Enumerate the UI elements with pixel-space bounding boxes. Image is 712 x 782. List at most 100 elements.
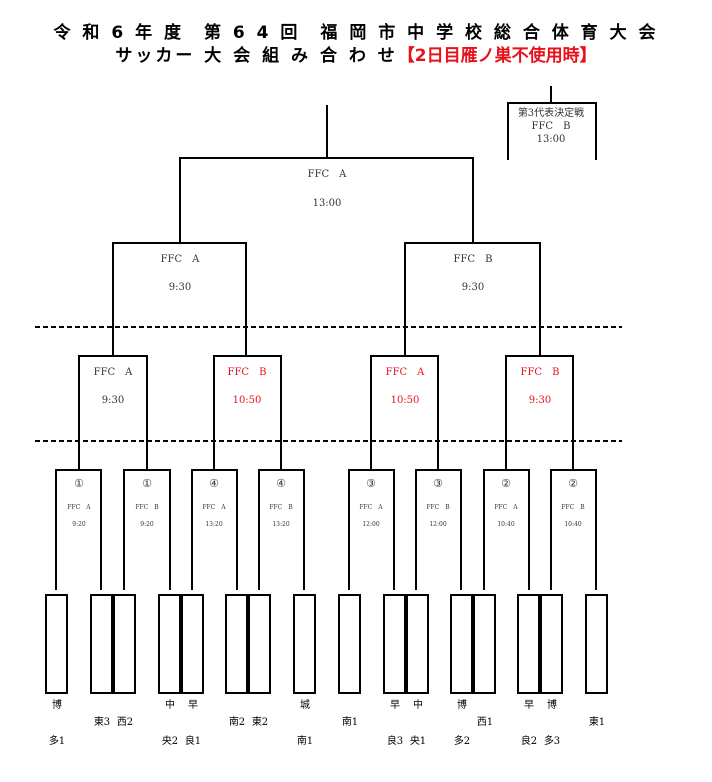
match-time: 9:20 [72,521,86,528]
title-line-1: 令 和 6 年 度 第 6 4 回 福 岡 市 中 学 校 総 合 体 育 大 … [53,23,659,43]
seed-label: 良3 [387,734,403,747]
team-slot [450,594,473,694]
seed-label: 央1 [410,734,426,747]
seed-label: 多2 [454,734,470,747]
seed-label: 良2 [521,734,537,747]
third-place-match: 第3代表決定戦 FFC B 13:00 [507,86,597,160]
match-number: ③ [433,477,443,490]
quarterfinal-match: FFC B 9:30 [505,355,574,470]
team-slot [383,594,406,694]
team-slot [45,594,68,694]
quarterfinal-time: 9:30 [529,395,551,406]
match-time: 12:00 [429,521,446,528]
seed-label: 博 [457,698,467,711]
seed-label: 西1 [477,717,493,728]
first-round-match: ③ FFC B 12:00 [415,469,462,590]
quarterfinal-time: 9:30 [102,395,124,406]
final-time: 13:00 [313,198,342,209]
team-slot [248,594,271,694]
seed-label: 城 [300,699,310,711]
quarterfinal-field: FFC A [94,367,134,378]
match-number: ③ [366,477,376,490]
match-field: FFC A [494,504,518,511]
match-number: ① [74,477,84,490]
semifinal-field: FFC B [454,254,493,265]
seed-label: 東3 [94,715,110,728]
quarterfinal-time: 10:50 [391,395,420,406]
team-slot [225,594,248,694]
match-time: 13:20 [205,521,222,528]
match-field: FFC B [135,504,159,511]
match-number: ② [501,477,511,490]
match-time: 12:00 [362,521,379,528]
title-line-2: サッカー 大 会 組 み 合 わ せ [115,46,398,66]
seed-label: 南2 [229,715,245,728]
seed-label: 早 [524,699,534,711]
page-title: 令 和 6 年 度 第 6 4 回 福 岡 市 中 学 校 総 合 体 育 大 … [0,18,712,43]
seed-labels: 博 多1 東3 西2 中 央2 早 良1 南2 東2 城 南1 南1 早 良3 … [49,698,605,747]
seed-label: 央2 [162,734,178,747]
seed-label: 良1 [185,734,201,747]
third-place-time: 13:00 [537,134,566,145]
seed-label: 南1 [342,715,358,728]
page-subtitle: サッカー 大 会 組 み 合 わ せ【2日目雁ノ巣不使用時】 [0,41,712,66]
match-field: FFC B [269,504,293,511]
semifinal-match: FFC A 9:30 [112,242,247,356]
first-round-match: ② FFC A 10:40 [483,469,530,590]
match-number: ④ [209,477,219,490]
seed-label: 博 [547,698,557,711]
team-slot [473,594,496,694]
team-slot [158,594,181,694]
first-round-match: ④ FFC B 13:20 [258,469,305,590]
team-slot [181,594,204,694]
match-time: 10:40 [564,521,581,528]
team-slots [45,594,608,694]
match-number: ④ [276,477,286,490]
team-slot [406,594,429,694]
team-slot [540,594,563,694]
seed-label: 多1 [49,734,65,747]
match-field: FFC A [67,504,91,511]
match-time: 9:20 [140,521,154,528]
match-number: ① [142,477,152,490]
quarterfinal-field: FFC A [386,367,426,378]
seed-label: 早 [390,699,400,711]
final-match: FFC A 13:00 [179,105,474,243]
quarterfinal-match: FFC A 9:30 [78,355,148,470]
match-time: 13:20 [272,521,289,528]
team-slot [90,594,113,694]
seed-label: 早 [188,699,198,711]
final-field: FFC A [308,169,348,180]
semifinal-field: FFC A [161,254,201,265]
third-place-title: 第3代表決定戦 [518,106,584,119]
match-field: FFC A [359,504,383,511]
match-field: FFC B [561,504,585,511]
first-round-match: ③ FFC A 12:00 [348,469,395,590]
semifinal-match: FFC B 9:30 [404,242,541,356]
quarterfinal-field: FFC B [521,367,560,378]
quarterfinal-field: FFC B [228,367,267,378]
seed-label: 博 [52,698,62,711]
team-slot [517,594,540,694]
match-number: ② [568,477,578,490]
title-note: 【2日目雁ノ巣不使用時】 [397,46,597,66]
semifinal-time: 9:30 [462,282,484,293]
team-slot [293,594,316,694]
quarterfinal-match: FFC B 10:50 [213,355,282,470]
team-slot [113,594,136,694]
seed-label: 西2 [117,717,133,728]
seed-label: 多3 [544,734,560,747]
first-round-match: ① FFC B 9:20 [123,469,171,590]
match-field: FFC B [426,504,450,511]
team-slot [585,594,608,694]
quarterfinal-match: FFC A 10:50 [370,355,439,470]
match-time: 10:40 [497,521,514,528]
seed-label: 中 [413,698,423,711]
first-round-match: ① FFC A 9:20 [55,469,102,590]
third-place-field: FFC B [532,121,571,132]
quarterfinal-time: 10:50 [233,395,262,406]
semifinal-time: 9:30 [169,282,191,293]
seed-label: 中 [165,698,175,711]
first-round-match: ④ FFC A 13:20 [191,469,238,590]
